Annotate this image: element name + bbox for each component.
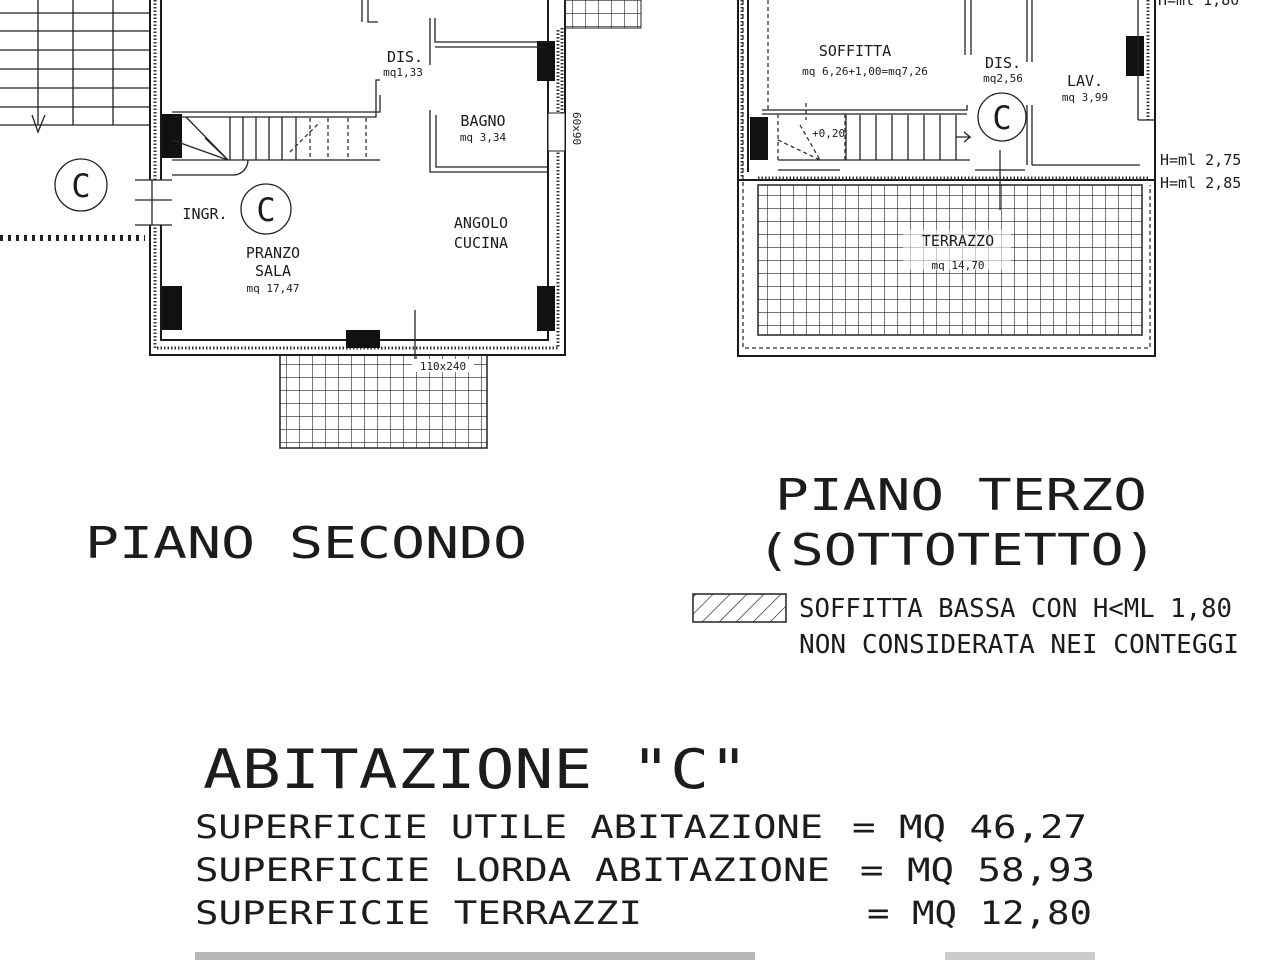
room-sala-area: mq 17,47 <box>247 282 300 295</box>
summary-row-label: SUPERFICIE LORDA ABITAZIONE <box>195 851 830 889</box>
plan-piano-terzo: +0,20 SOFFITTA mq 6,26+1,00=mq7,26 DIS. … <box>737 0 1241 357</box>
unit-marker-second: C <box>240 183 292 235</box>
unit-marker-stair: C <box>54 158 108 212</box>
title-piano-secondo: PIANO SECONDO <box>85 518 527 569</box>
room-cucina-name: CUCINA <box>454 234 508 252</box>
plan-piano-secondo: C <box>0 0 642 449</box>
subtitle-sottotetto: (SOTTOTETTO) <box>757 525 1157 576</box>
svg-text:SOFFITTA BASSA CON H<ML 1,80: SOFFITTA BASSA CON H<ML 1,80 <box>799 594 1232 624</box>
summary-title: ABITAZIONE "C" <box>203 738 748 801</box>
height-label-1: H=ml 1,80 <box>1158 0 1239 9</box>
room-angolo-name: ANGOLO <box>454 214 508 232</box>
room-soffitta-name: SOFFITTA <box>819 42 891 60</box>
height-label-3: H=ml 2,85 <box>1160 174 1241 192</box>
room-lav-area: mq 3,99 <box>1062 91 1108 104</box>
door-size-label: 110x240 <box>420 360 466 373</box>
room-dis-terzo-area: mq2,56 <box>983 72 1023 85</box>
title-piano-terzo: PIANO TERZO <box>775 470 1147 521</box>
room-sala-name: SALA <box>255 262 291 280</box>
summary-row-value: = MQ 12,80 <box>867 894 1092 932</box>
svg-text:C: C <box>992 99 1011 137</box>
summary-table: SUPERFICIE UTILE ABITAZIONE = MQ 46,27 S… <box>195 808 1095 960</box>
summary-row-label: SUPERFICIE TERRAZZI <box>195 894 642 932</box>
unit-marker-third: C <box>977 92 1027 142</box>
svg-text:C: C <box>256 191 275 229</box>
summary-row-label: SUPERFICIE UTILE ABITAZIONE <box>195 808 823 846</box>
room-ingresso-name: INGR. <box>182 205 227 223</box>
height-label-2: H=ml 2,75 <box>1160 151 1241 169</box>
room-soffitta-area: mq 6,26+1,00=mq7,26 <box>802 65 928 78</box>
room-terrazzo-name: TERRAZZO <box>922 232 994 250</box>
room-lav-name: LAV. <box>1067 72 1103 90</box>
svg-text:C: C <box>71 167 90 205</box>
hatch-swatch <box>692 593 787 623</box>
room-terrazzo-area: mq 14,70 <box>932 259 985 272</box>
room-bagno-name: BAGNO <box>460 112 505 130</box>
summary-row-value: = MQ 58,93 <box>860 851 1095 889</box>
step-height-label: +0,20 <box>812 127 845 140</box>
room-dis-terzo-name: DIS. <box>985 54 1021 72</box>
room-dis-name: DIS. <box>387 48 423 66</box>
window-size-label: 60x90 <box>570 112 583 145</box>
room-bagno-area: mq 3,34 <box>460 131 507 144</box>
room-pranzo-name: PRANZO <box>246 244 300 262</box>
summary-row-value: = MQ 46,27 <box>852 808 1087 846</box>
legend-soffitta-bassa: SOFFITTA BASSA CON H<ML 1,80 NON CONSIDE… <box>692 593 1239 660</box>
room-dis-area: mq1,33 <box>383 66 423 79</box>
external-stair <box>0 0 150 241</box>
svg-text:NON CONSIDERATA NEI CONTEGGI: NON CONSIDERATA NEI CONTEGGI <box>799 630 1239 660</box>
